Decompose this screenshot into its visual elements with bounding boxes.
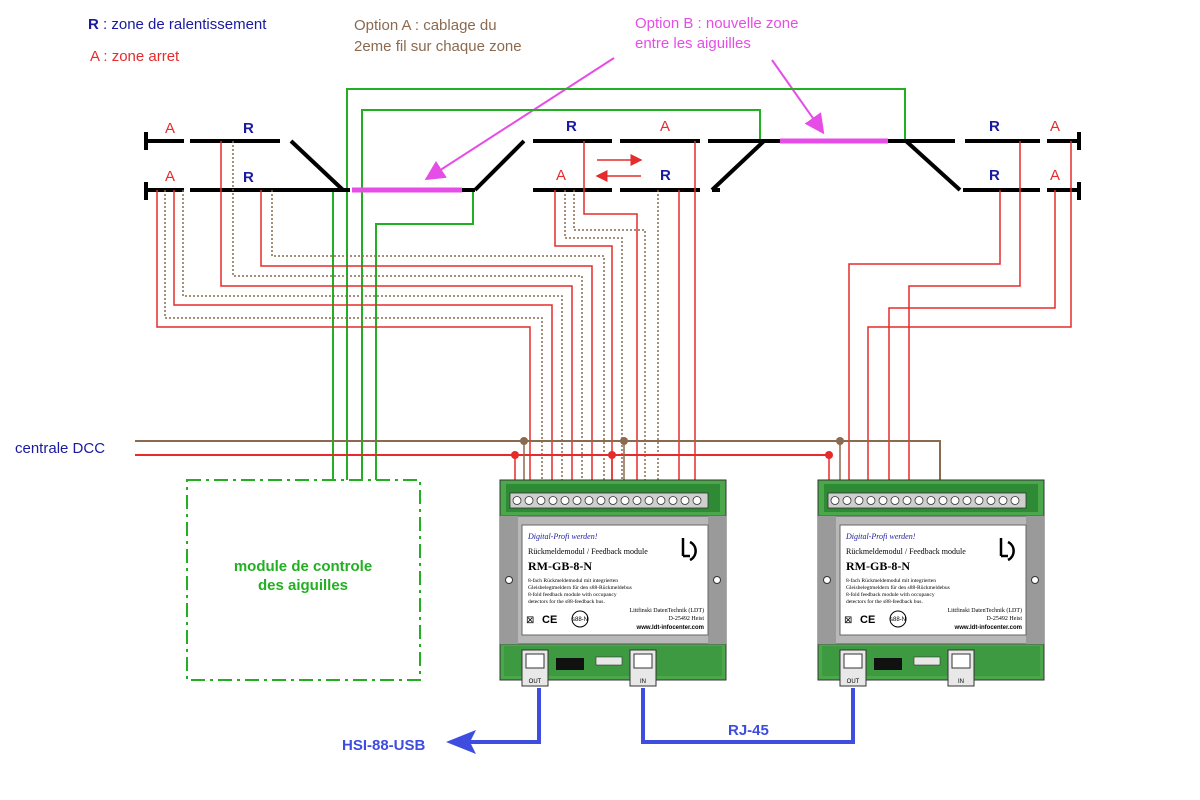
feedback-module-2: Digital-Profi werden! Rückmeldemodul / F… <box>817 479 1045 687</box>
module1-desc4: detectors for the s88-feedback bus. <box>528 598 605 605</box>
zone-labels: A R A R R A A R R A R A <box>165 118 1060 186</box>
hsi-arrow-icon <box>446 730 476 754</box>
option-a-line2: 2eme fil sur chaque zone <box>354 38 522 55</box>
option-b-line2: entre les aiguilles <box>635 35 751 52</box>
module1-ce-mark-icon: CE <box>542 614 557 626</box>
module1-web: www.ldt-infocenter.com <box>636 625 704 631</box>
legend-r-text: : zone de ralentissement <box>99 16 267 33</box>
terminal-block-1 <box>509 492 709 509</box>
module1-ld-logo-icon <box>681 538 697 562</box>
module2-ld-logo-icon <box>999 538 1015 562</box>
zone-a-3: A <box>660 118 670 135</box>
module2-desc3: 8-fold feedback module with occupancy <box>846 591 935 598</box>
module2-s88-badge-icon <box>889 610 907 628</box>
module1-slogan: Digital-Profi werden! <box>527 532 598 541</box>
track-layout <box>144 132 1081 200</box>
module1-desc3: 8-fold feedback module with occupancy <box>528 591 617 598</box>
option-b-arrow-left <box>424 57 615 181</box>
module1-s88: s88-N <box>572 617 588 623</box>
rj45-cable <box>641 688 855 744</box>
module1-desc2: Gleisbelegtmeldern für den s88-Rückmelde… <box>528 584 632 591</box>
module2-addr: D-25492 Heist <box>987 616 1023 622</box>
module1-weee-icon: ⊠ <box>526 615 534 626</box>
module2-desc1: 8-fach Rückmeldemodul mit integrierten <box>846 577 936 584</box>
option-a-line1: Option A : cablage du <box>354 17 497 34</box>
module2-port-out-label: OUT <box>847 679 860 685</box>
module1-model: RM-GB-8-N <box>528 559 592 573</box>
module2-maker: Littfinski DatenTechnik (LDT) <box>947 607 1022 614</box>
option-b-arrow-right <box>771 59 825 135</box>
hsi-label: HSI-88-USB <box>342 737 426 754</box>
module2-port-in[interactable]: IN <box>947 649 975 687</box>
zone-r-6: R <box>989 167 1000 184</box>
module1-desc1: 8-fach Rückmeldemodul mit integrierten <box>528 577 618 584</box>
zone-a-1: A <box>165 120 175 137</box>
zone-a-2: A <box>165 168 175 185</box>
module1-port-out-label: OUT <box>529 679 542 685</box>
module2-weee-icon: ⊠ <box>844 615 852 626</box>
dcc-bus-brown <box>135 440 941 490</box>
module2-ce-mark-icon: CE <box>860 614 875 626</box>
option-b-line1: Option B : nouvelle zone <box>635 15 798 32</box>
module1-subtitle: Rückmeldemodul / Feedback module <box>528 547 648 556</box>
module1-port-in-label: IN <box>640 679 646 685</box>
zone-r-3: R <box>566 118 577 135</box>
legend-r-key: R <box>88 16 99 33</box>
zone-r-5: R <box>989 118 1000 135</box>
legend-a-text: : zone arret <box>99 48 180 65</box>
module1-maker: Littfinski DatenTechnik (LDT) <box>629 607 704 614</box>
module2-slogan: Digital-Profi werden! <box>845 532 916 541</box>
zone-r-1: R <box>243 120 254 137</box>
module2-port-out[interactable]: OUT <box>839 649 867 687</box>
dcc-bus-junctions <box>511 437 844 459</box>
module2-web: www.ldt-infocenter.com <box>954 625 1022 631</box>
module1-port-in[interactable]: IN <box>629 649 657 687</box>
terminal-block-2 <box>827 492 1027 509</box>
module1-port-out[interactable]: OUT <box>521 649 549 687</box>
zone-r-4: R <box>660 167 671 184</box>
green-wires <box>332 88 906 480</box>
legend-a-key: A <box>90 48 100 65</box>
hsi-cable <box>466 688 541 744</box>
feedback-wires-module2 <box>848 141 1072 490</box>
centrale-dcc-label: centrale DCC <box>15 440 105 457</box>
rj45-label: RJ-45 <box>728 722 769 739</box>
zone-a-5: A <box>1050 118 1060 135</box>
module2-s88: s88-N <box>890 617 906 623</box>
zone-r-2: R <box>243 169 254 186</box>
legend-a: A : zone arret <box>90 48 180 65</box>
module2-subtitle: Rückmeldemodul / Feedback module <box>846 547 966 556</box>
controller-line2: des aiguilles <box>258 577 348 594</box>
module2-port-in-label: IN <box>958 679 964 685</box>
module1-s88-badge-icon <box>571 610 589 628</box>
module1-addr: D-25492 Heist <box>669 616 705 622</box>
module2-desc4: detectors for the s88-feedback bus. <box>846 598 923 605</box>
legend-r: R : zone de ralentissement <box>88 16 267 33</box>
feedback-module-1: Digital-Profi werden! Rückmeldemodul / F… <box>499 479 727 687</box>
switch-controller-box <box>186 479 421 681</box>
feedback-wires-module1 <box>156 141 696 490</box>
module2-desc2: Gleisbelegtmeldern für den s88-Rückmelde… <box>846 584 950 591</box>
zone-a-6: A <box>1050 167 1060 184</box>
module2-model: RM-GB-8-N <box>846 559 910 573</box>
controller-line1: module de controle <box>234 558 372 575</box>
zone-a-4: A <box>556 167 566 184</box>
